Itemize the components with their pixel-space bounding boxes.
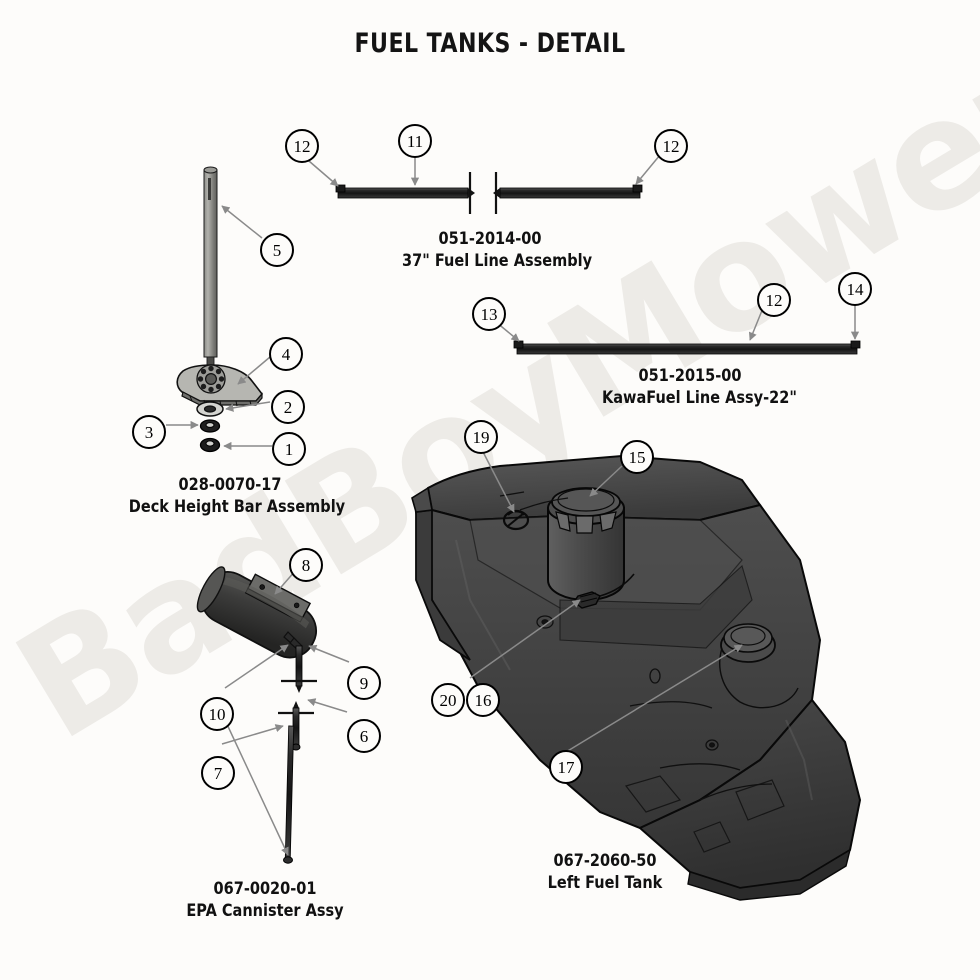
part-desc-028-0070-17: Deck Height Bar Assembly bbox=[128, 496, 346, 516]
callout-14-right[interactable]: 14 bbox=[838, 272, 872, 306]
part-number-028-0070-17: 028-0070-17 bbox=[178, 475, 282, 494]
callout-11[interactable]: 11 bbox=[398, 124, 432, 158]
callout-20[interactable]: 20 bbox=[431, 683, 465, 717]
callout-9[interactable]: 9 bbox=[347, 666, 381, 700]
epa-cannister-artwork bbox=[196, 566, 317, 864]
callout-3[interactable]: 3 bbox=[132, 415, 166, 449]
filler-neck bbox=[547, 487, 625, 602]
left-fuel-tank-artwork bbox=[411, 454, 862, 901]
hex-nut bbox=[199, 437, 221, 453]
callout-12-right[interactable]: 12 bbox=[654, 129, 688, 163]
vent-hose-long bbox=[278, 701, 314, 864]
callout-1[interactable]: 1 bbox=[272, 432, 306, 466]
vent-hose-short bbox=[281, 645, 317, 693]
part-number-067-2060-50: 067-2060-50 bbox=[553, 851, 657, 870]
page-title: FUEL TANKS - DETAIL bbox=[354, 28, 626, 59]
caption-left-fuel-tank: 067-2060-50 Left Fuel Tank bbox=[500, 850, 710, 894]
part-desc-051-2015-00: KawaFuel Line Assy-22" bbox=[602, 387, 797, 407]
fuel-line-37-artwork bbox=[335, 172, 643, 214]
part-number-051-2014-00: 051-2014-00 bbox=[438, 229, 542, 248]
callout-5[interactable]: 5 bbox=[260, 233, 294, 267]
caption-fuel-line-22: 051-2015-00 KawaFuel Line Assy-22" bbox=[590, 365, 797, 409]
callout-17[interactable]: 17 bbox=[549, 750, 583, 784]
caption-epa-cannister: 067-0020-01 EPA Cannister Assy bbox=[150, 878, 380, 922]
deck-height-plate bbox=[176, 364, 264, 407]
callout-19[interactable]: 19 bbox=[464, 420, 498, 454]
callout-7[interactable]: 7 bbox=[201, 756, 235, 790]
callout-4[interactable]: 4 bbox=[269, 337, 303, 371]
part-number-051-2015-00: 051-2015-00 bbox=[638, 366, 742, 385]
callout-12-left[interactable]: 12 bbox=[285, 129, 319, 163]
callout-16[interactable]: 16 bbox=[466, 683, 500, 717]
lock-washer bbox=[199, 419, 221, 433]
callout-15[interactable]: 15 bbox=[620, 440, 654, 474]
callout-6[interactable]: 6 bbox=[347, 719, 381, 753]
callout-2[interactable]: 2 bbox=[271, 390, 305, 424]
deck-height-bar-artwork bbox=[176, 166, 264, 453]
tank-vent-fitting bbox=[502, 509, 530, 531]
part-desc-067-2060-50: Left Fuel Tank bbox=[547, 872, 663, 892]
part-desc-051-2014-00: 37" Fuel Line Assembly bbox=[402, 250, 593, 270]
tank-reservoir-cap bbox=[719, 623, 799, 709]
callout-10[interactable]: 10 bbox=[200, 697, 234, 731]
caption-deck-height-bar: 028-0070-17 Deck Height Bar Assembly bbox=[115, 474, 345, 518]
part-number-067-0020-01: 067-0020-01 bbox=[213, 879, 317, 898]
callout-8[interactable]: 8 bbox=[289, 548, 323, 582]
flat-washer bbox=[196, 401, 224, 417]
callout-13[interactable]: 12 bbox=[757, 283, 791, 317]
caption-fuel-line-37: 051-2014-00 37" Fuel Line Assembly bbox=[390, 228, 593, 272]
part-desc-067-0020-01: EPA Cannister Assy bbox=[186, 900, 344, 920]
callout-14-left[interactable]: 13 bbox=[472, 297, 506, 331]
